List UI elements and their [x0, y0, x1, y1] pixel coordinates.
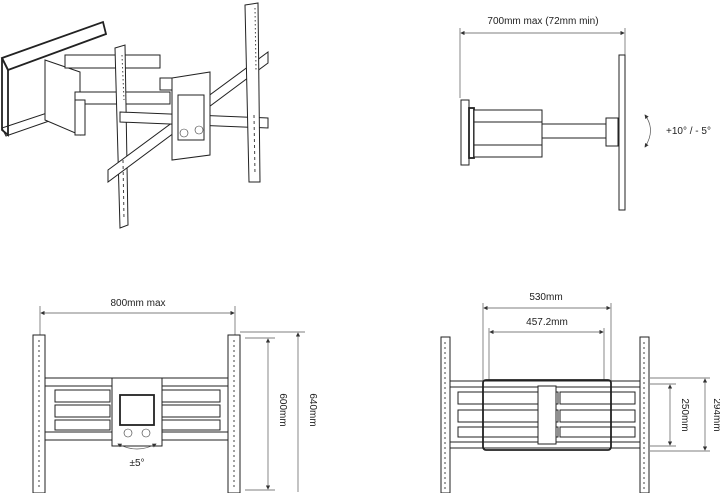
rotation-label: ±5°: [129, 458, 144, 469]
inner-height-label: 250mm: [679, 398, 690, 431]
front-view: 800mm max 600mm 640mm ±5°: [32, 298, 318, 493]
outer-height-label: 294mm: [711, 398, 720, 431]
side-view: 700mm max (72mm min) +10° / - 5°: [459, 16, 711, 211]
front-height-outer-label: 640mm: [307, 393, 318, 426]
depth-label: 700mm max (72mm min): [487, 16, 598, 27]
outer-width-label: 530mm: [529, 292, 562, 303]
tilt-label: +10° / - 5°: [666, 126, 711, 137]
inner-width-label: 457.2mm: [526, 317, 568, 328]
isometric-view: [0, 2, 269, 229]
front-height-inner-label: 600mm: [277, 393, 288, 426]
front-width-label: 800mm max: [110, 298, 165, 309]
rail-holes: [121, 7, 257, 221]
wall-plate-view: 530mm 457.2mm 250mm 294mm: [440, 292, 720, 493]
